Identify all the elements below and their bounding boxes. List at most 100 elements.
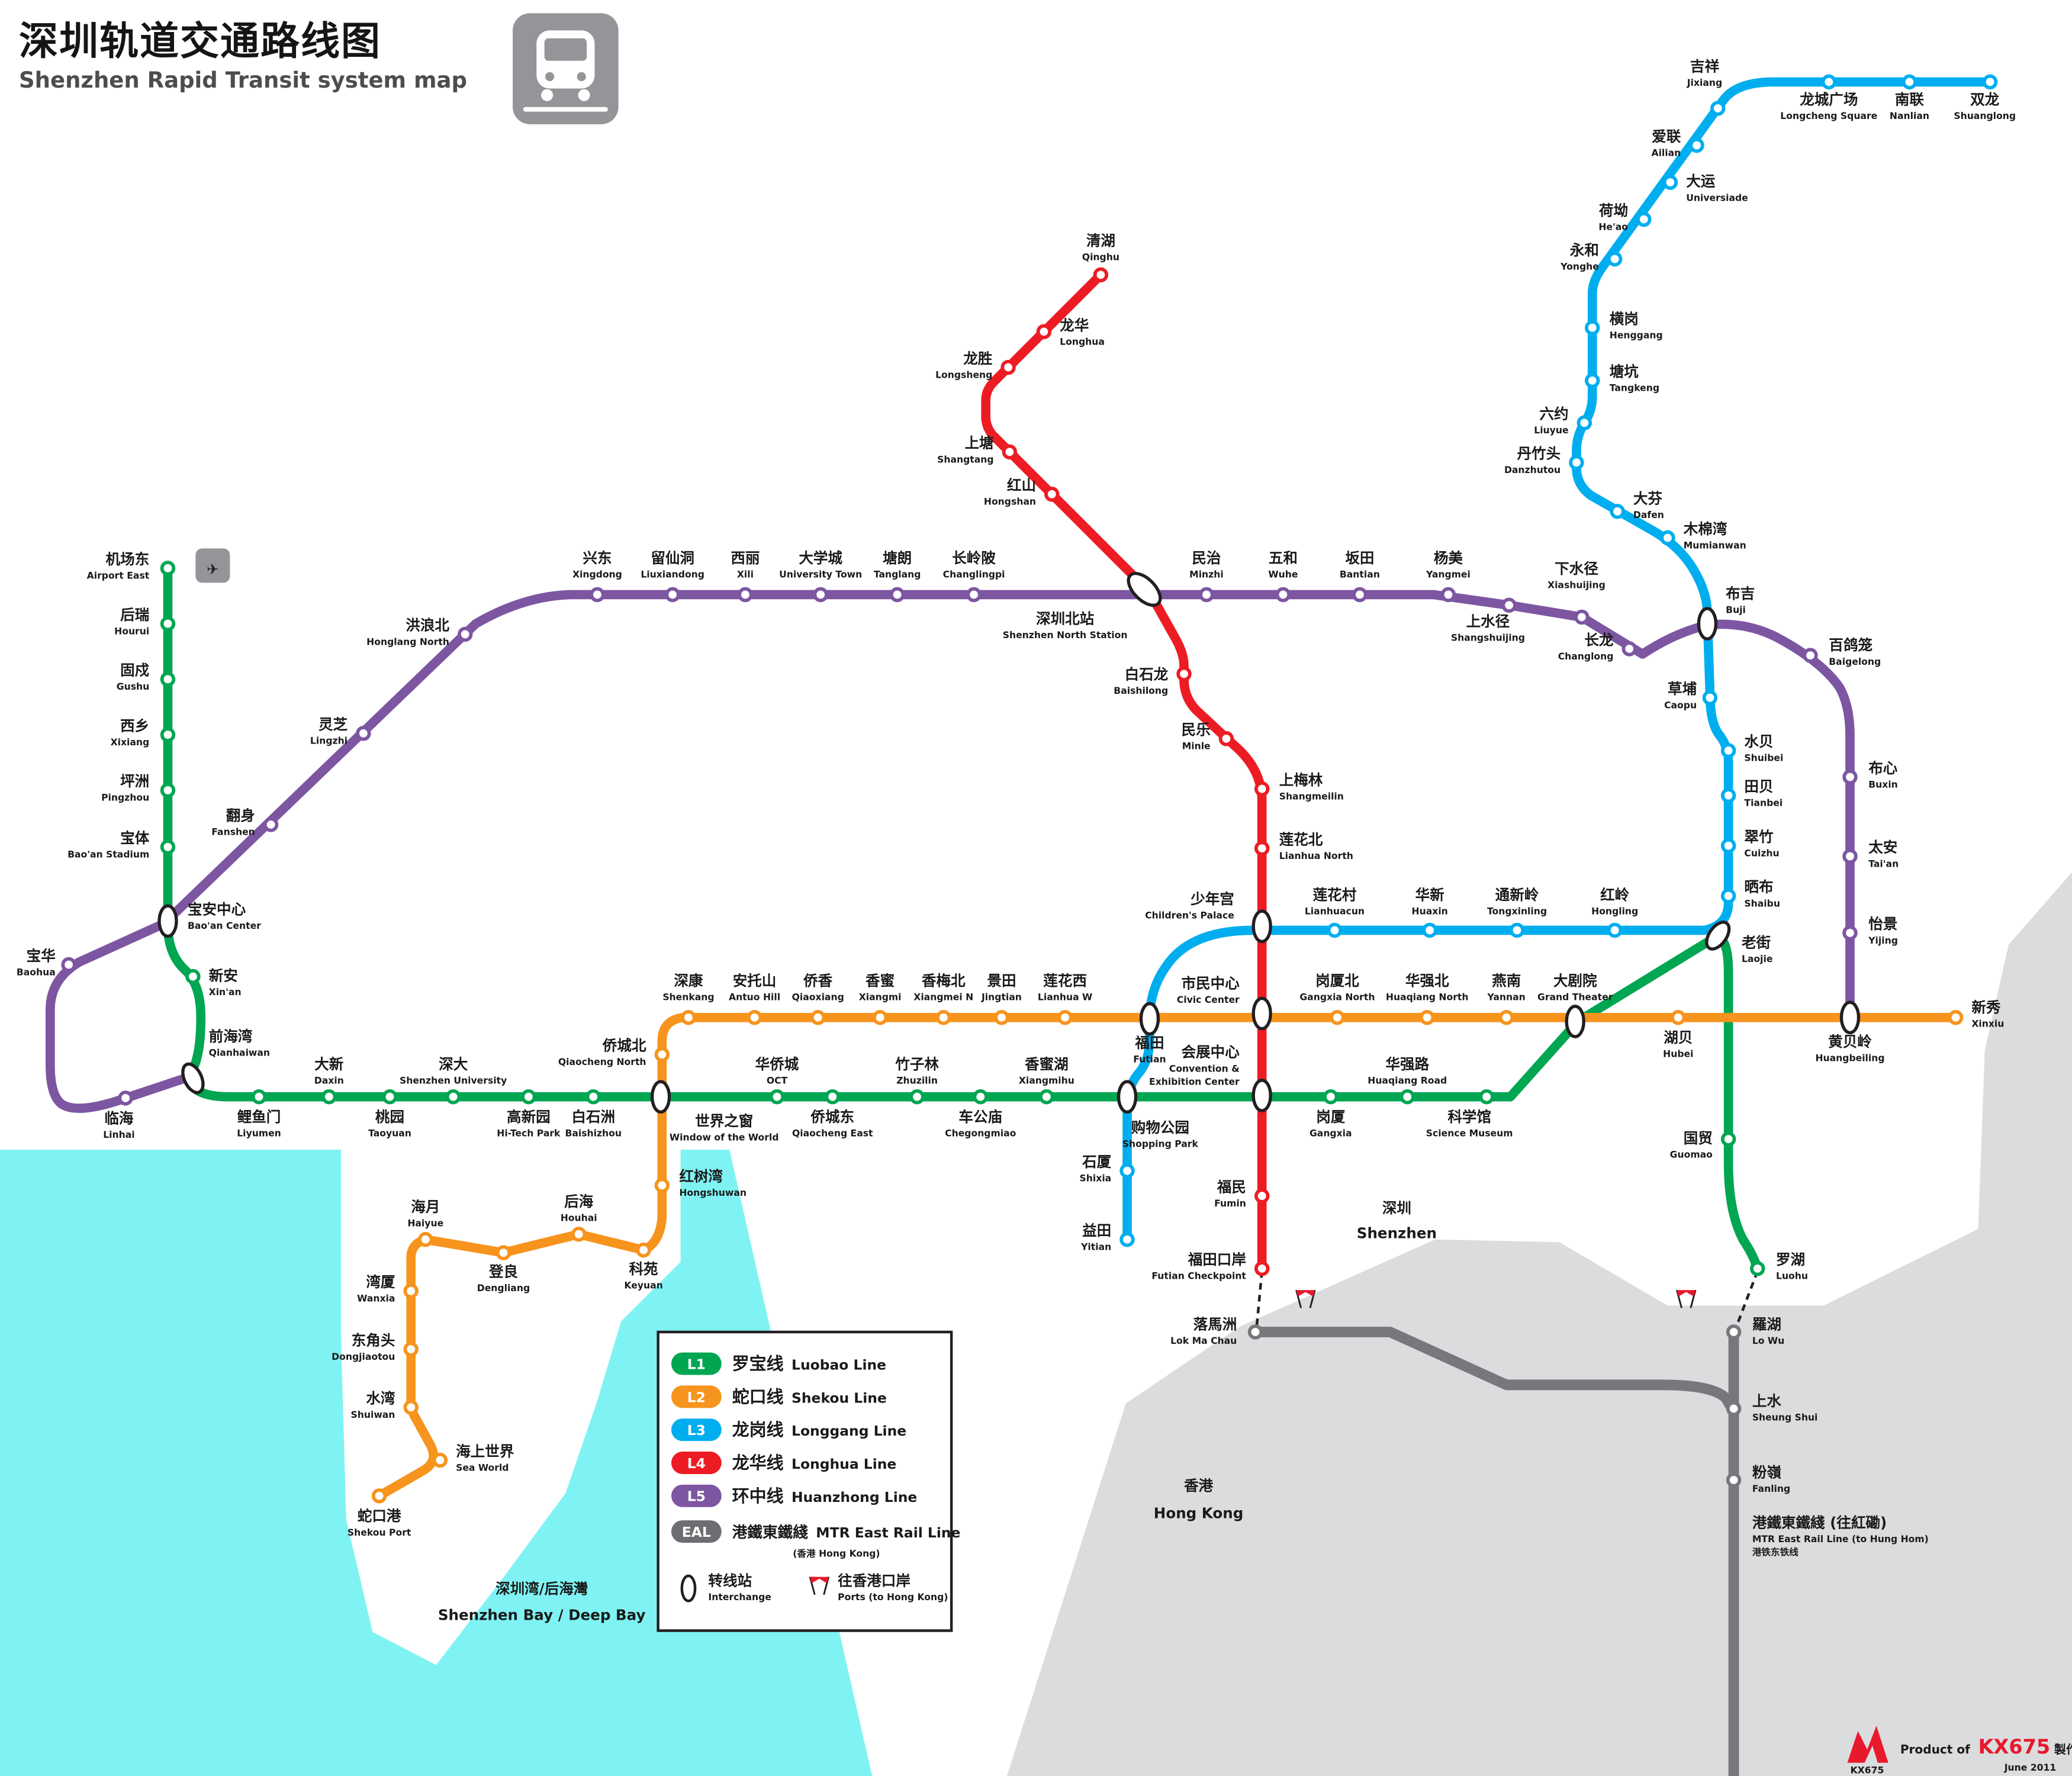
station-chegongmiao xyxy=(973,1089,988,1105)
interchange-shopping-park-name-zh: 购物公园 xyxy=(1131,1119,1189,1136)
station-honglang-north-name-zh: 洪浪北 xyxy=(406,617,449,634)
station-lianhua-north xyxy=(1254,841,1270,856)
station-linhai-name-en: Linhai xyxy=(103,1130,134,1140)
station-guomao xyxy=(1720,1131,1736,1147)
station-baishilong-name-zh: 白石龙 xyxy=(1125,665,1169,683)
interchange-window-of-the-world-name-en: Window of the World xyxy=(670,1132,779,1143)
station-taoyuan xyxy=(382,1089,398,1105)
station-shuiwan-name-en: Shuiwan xyxy=(351,1410,395,1420)
station-tai-an-name-zh: 太安 xyxy=(1868,839,1897,856)
station-shuiwan xyxy=(403,1399,419,1415)
interchange-buji-name-en: Buji xyxy=(1726,605,1746,616)
station-liuxiandong-name-zh: 留仙洞 xyxy=(651,549,694,567)
station-baohua-name-zh: 宝华 xyxy=(27,947,56,964)
station-baishizhou-name-en: Baishizhou xyxy=(565,1128,622,1139)
station-jixiang-name-zh: 吉祥 xyxy=(1690,58,1719,75)
station-xiangmihu-name-zh: 香蜜湖 xyxy=(1025,1056,1069,1073)
station-shenkang xyxy=(681,1010,696,1025)
station-qiaocheng-east xyxy=(825,1089,840,1105)
station-shenzhen-university xyxy=(445,1089,461,1105)
interchange-civic-center-name-en: Civic Center xyxy=(1177,995,1240,1005)
station-lok-ma-chau-name-en: Lok Ma Chau xyxy=(1170,1336,1237,1346)
eal-note-zh: 港鐵東鐵綫 (往紅磡) xyxy=(1752,1514,1887,1531)
legend-eal-sub: (香港 Hong Kong) xyxy=(793,1547,880,1559)
station-tai-an-name-en: Tai'an xyxy=(1868,858,1899,869)
shekou-peninsula-land xyxy=(340,1149,681,1665)
station-xiangmihu-name-en: Xiangmihu xyxy=(1019,1075,1074,1086)
station-bantian xyxy=(1352,587,1368,603)
station-wanxia-name-zh: 湾厦 xyxy=(366,1273,395,1291)
page-subtitle: Shenzhen Rapid Transit system map xyxy=(19,67,468,93)
line-l4 xyxy=(981,270,1267,1273)
station-shangtang xyxy=(1002,444,1018,460)
station-chegongmiao-name-en: Chegongmiao xyxy=(945,1128,1016,1139)
station-xixiang-name-en: Xixiang xyxy=(111,737,150,748)
station-luohu-name-en: Luohu xyxy=(1776,1271,1808,1282)
station-xixiang xyxy=(160,727,176,742)
legend-pill-l4 xyxy=(671,1452,722,1474)
station-tanglang-name-zh: 塘朗 xyxy=(883,549,912,567)
station-shekou-port-name-en: Shekou Port xyxy=(348,1527,411,1538)
eal-note-en: MTR East Rail Line (to Hung Hom) xyxy=(1752,1534,1929,1545)
station-qiaoxiang xyxy=(810,1010,826,1025)
station-luohu xyxy=(1750,1261,1765,1276)
station-xingdong xyxy=(590,587,605,603)
interchange-convention-exhibition-center-name-zh: 会展中心 xyxy=(1182,1044,1240,1061)
station-yijing-name-zh: 怡景 xyxy=(1868,915,1897,932)
station-fanshen-name-en: Fanshen xyxy=(211,827,255,838)
station-hongling-name-zh: 红岭 xyxy=(1600,886,1630,903)
station-shixia xyxy=(1119,1163,1135,1179)
interchange-buji xyxy=(1697,607,1718,641)
station-lo-wu xyxy=(1726,1324,1742,1340)
station-qiaocheng-east-name-zh: 侨城东 xyxy=(810,1108,854,1125)
station-qiaocheng-north-name-zh: 侨城北 xyxy=(602,1037,646,1054)
station-tianbei-name-zh: 田贝 xyxy=(1744,778,1773,795)
station-lianhua-w xyxy=(1057,1010,1073,1025)
station-ailian xyxy=(1689,137,1704,153)
station-bao-an-stadium-name-zh: 宝体 xyxy=(120,829,150,847)
station-he-ao-name-en: He'ao xyxy=(1598,221,1628,232)
station-shangmeilin xyxy=(1254,781,1270,797)
station-tangkeng xyxy=(1585,373,1600,388)
station-qinghu xyxy=(1093,267,1109,283)
station-shuanglong xyxy=(1982,74,1998,90)
station-qiaocheng-north-name-en: Qiaocheng North xyxy=(558,1057,646,1067)
station-jixiang-name-en: Jixiang xyxy=(1687,78,1722,88)
station-fanling-name-zh: 粉嶺 xyxy=(1752,1464,1782,1481)
station-xili xyxy=(738,587,753,603)
station-huaqiang-north-name-en: Huaqiang North xyxy=(1386,992,1469,1003)
station-universiade xyxy=(1662,175,1678,190)
station-he-ao xyxy=(1636,211,1652,227)
interchange-futian-name-zh: 福田 xyxy=(1134,1034,1164,1051)
station-changlingpi-name-en: Changlingpi xyxy=(943,569,1005,580)
station-antuo-hill-name-en: Antuo Hill xyxy=(729,992,780,1003)
station-wanxia-name-en: Wanxia xyxy=(357,1294,395,1304)
station-fanshen-name-zh: 翻身 xyxy=(226,807,255,824)
station-qinghu-name-zh: 清湖 xyxy=(1086,232,1115,249)
station-buxin xyxy=(1842,769,1858,785)
legend-pill-l2 xyxy=(671,1385,722,1408)
station-jixiang xyxy=(1710,101,1726,116)
legend-code-l1: L1 xyxy=(687,1356,706,1372)
station-buxin-name-en: Buxin xyxy=(1868,779,1898,790)
station-tianbei-name-en: Tianbei xyxy=(1744,798,1783,809)
station-buxin-name-zh: 布心 xyxy=(1868,760,1898,777)
station-longsheng-name-zh: 龙胜 xyxy=(963,350,993,367)
station-hongling-name-en: Hongling xyxy=(1591,906,1638,917)
station-haiyue-name-zh: 海月 xyxy=(411,1198,440,1215)
station-xiangmi-name-zh: 香蜜 xyxy=(866,972,895,989)
station-hi-tech-park xyxy=(521,1089,536,1105)
station-shaibu xyxy=(1720,888,1736,904)
station-universiade-name-zh: 大运 xyxy=(1686,173,1716,190)
station-honglang-north-name-en: Honglang North xyxy=(366,636,449,647)
station-dongjiaotou-name-zh: 东角头 xyxy=(352,1331,395,1349)
station-gangxia-name-en: Gangxia xyxy=(1310,1128,1352,1139)
station-shenkang-name-zh: 深康 xyxy=(674,972,703,989)
station-daxin-name-en: Daxin xyxy=(314,1075,344,1086)
station-tanglang-name-en: Tanglang xyxy=(874,569,921,580)
shenzhen-label-en: Shenzhen xyxy=(1357,1225,1437,1242)
station-shangmeilin-name-en: Shangmeilin xyxy=(1279,791,1344,802)
